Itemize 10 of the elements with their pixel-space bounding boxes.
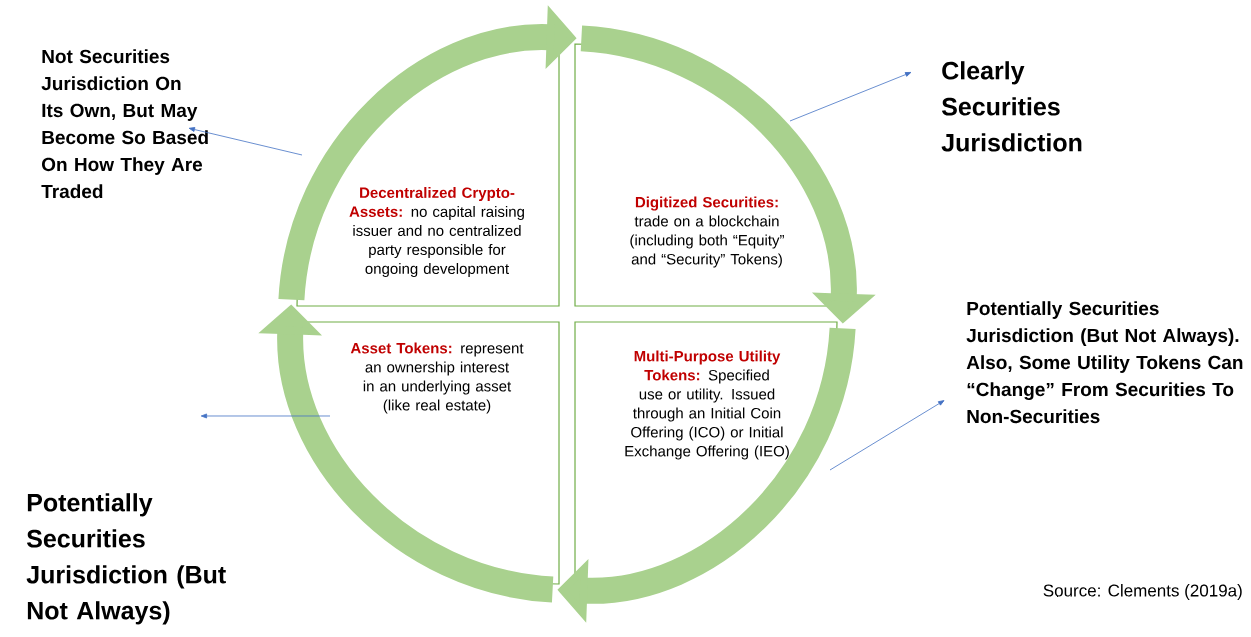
leader-arrow xyxy=(188,127,303,156)
quadrant-panel: Multi-Purpose Utility Tokens: Specified use or utility. Issued through an Initial Coin Offering (ICO) or Initial Exchange Offering (IEO) xyxy=(574,321,838,585)
category-text: Clearly Securities Jurisdiction xyxy=(941,61,1082,152)
category-text: Not Securities Jurisdiction On Its Own, But May Become So Based On How They Are Traded xyxy=(41,49,208,199)
category-text: Potentially Securities Jurisdiction (But Not Always) xyxy=(26,493,226,625)
leader-arrow xyxy=(789,72,912,122)
leader-arrow xyxy=(200,413,331,419)
leader-arrow xyxy=(829,400,945,471)
category-text: Potentially Securities Jurisdiction (But Not Always). Also, Some Utility Tokens Can “Change” From Securities To Non-Securities xyxy=(966,301,1243,424)
source-note: Source: Clements (2019a) xyxy=(1043,584,1242,600)
